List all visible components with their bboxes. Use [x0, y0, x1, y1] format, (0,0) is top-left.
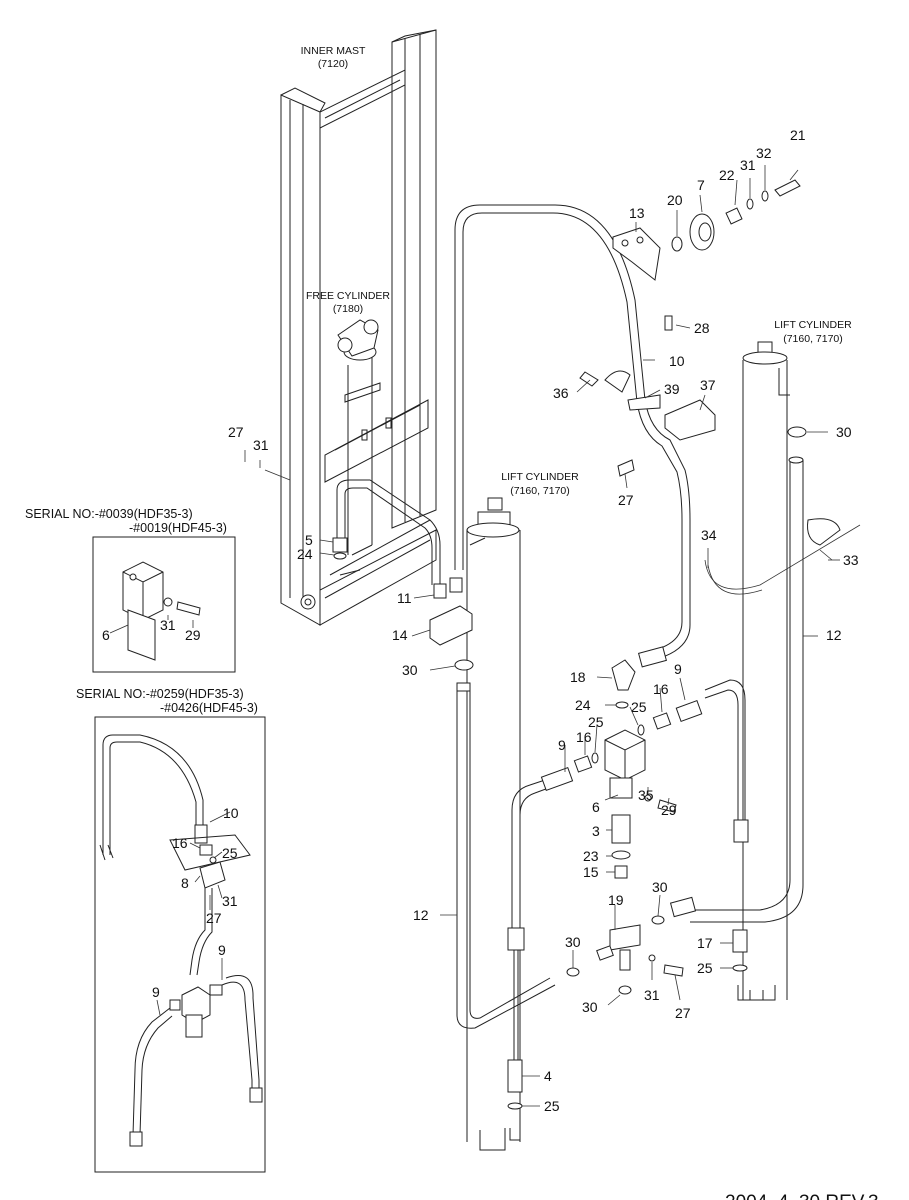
callout-28: 28: [694, 320, 710, 336]
callout-5: 5: [305, 532, 313, 548]
callout-30-tee-bottom: 30: [582, 999, 598, 1015]
callout-29: 29: [661, 802, 677, 818]
callout-24-mid: 24: [575, 697, 591, 713]
callout-8-box2: 8: [181, 875, 189, 891]
callout-9-right: 9: [674, 661, 682, 677]
pulley-assembly: [612, 179, 801, 281]
inner-mast: [280, 29, 437, 626]
callout-16-left: 16: [576, 729, 592, 745]
callout-16-right: 16: [653, 681, 669, 697]
lift-cylinder-center-caption-2: (7160, 7170): [510, 485, 570, 497]
callout-31-tee: 31: [644, 987, 660, 1003]
callout-27-mast: 27: [228, 424, 244, 440]
callout-31: 31: [740, 157, 756, 173]
pipe-12-left: [456, 690, 556, 1029]
callout-23: 23: [583, 848, 599, 864]
callout-25-right: 25: [631, 699, 647, 715]
lift-cylinder-center-caption-1: LIFT CYLINDER: [501, 471, 579, 483]
callout-12-right: 12: [826, 627, 842, 643]
serial-box-1: [92, 536, 236, 673]
callout-9-left: 9: [558, 737, 566, 753]
callout-31-box2: 31: [222, 893, 238, 909]
callout-14: 14: [392, 627, 408, 643]
callout-25-base: 25: [697, 960, 713, 976]
revision-footer: 2004. 4. 30 REV.3: [725, 1192, 879, 1200]
callout-18: 18: [570, 669, 586, 685]
callout-27-bracket: 27: [618, 492, 634, 508]
callout-35: 35: [638, 787, 654, 803]
callout-30-right: 30: [836, 424, 852, 440]
lift-cylinder-right-caption-2: (7160, 7170): [783, 333, 843, 345]
callout-7: 7: [697, 177, 705, 193]
serial-box-1-line-1: SERIAL NO:-#0039(HDF35-3): [25, 507, 193, 521]
callout-31-mast: 31: [253, 437, 269, 453]
callout-29-box1: 29: [185, 627, 201, 643]
pipe-12-right: [690, 460, 791, 911]
callout-10-box2: 10: [223, 805, 239, 821]
callout-27-tee: 27: [675, 1005, 691, 1021]
callout-15: 15: [583, 864, 599, 880]
inner-mast-caption-2: (7120): [318, 58, 348, 70]
inner-mast-caption-1: INNER MAST: [301, 45, 366, 57]
callout-30-left: 30: [402, 662, 418, 678]
callout-32: 32: [756, 145, 772, 161]
callout-39: 39: [664, 381, 680, 397]
lift-cylinder-right: [737, 341, 790, 1001]
callout-25-box2: 25: [222, 845, 238, 861]
callout-25-bottom: 25: [544, 1098, 560, 1114]
free-cylinder-caption-2: (7180): [333, 303, 363, 315]
callout-12-left: 12: [413, 907, 429, 923]
callout-33: 33: [843, 552, 859, 568]
callout-9-box2-right: 9: [218, 942, 226, 958]
callout-30-tee-left: 30: [565, 934, 581, 950]
callout-24-top: 24: [297, 546, 313, 562]
callout-13: 13: [629, 205, 645, 221]
free-cylinder-caption-1: FREE CYLINDER: [306, 290, 390, 302]
callout-9-box2-left: 9: [152, 984, 160, 1000]
callout-6-box1: 6: [102, 627, 110, 643]
callout-16-box2: 16: [172, 835, 188, 851]
leader-lines: [244, 165, 840, 1107]
callout-4: 4: [544, 1068, 552, 1084]
callout-22: 22: [719, 167, 735, 183]
callout-27-box2: 27: [206, 910, 222, 926]
lift-cylinder-right-caption-1: LIFT CYLINDER: [774, 319, 852, 331]
callout-21: 21: [790, 127, 806, 143]
callout-3: 3: [592, 823, 600, 839]
callout-10: 10: [669, 353, 685, 369]
callout-numbers: 21 32 31 22 7 20 13 28 10 36 39 37 30 27…: [102, 127, 859, 1114]
callout-25-left: 25: [588, 714, 604, 730]
serial-box-1-line-2: -#0019(HDF45-3): [129, 521, 227, 535]
serial-box-2-line-1: SERIAL NO:-#0259(HDF35-3): [76, 687, 244, 701]
callout-17: 17: [697, 935, 713, 951]
callout-31-box1: 31: [160, 617, 176, 633]
serial-box-2-line-2: -#0426(HDF45-3): [160, 701, 258, 715]
callout-34: 34: [701, 527, 717, 543]
callout-11: 11: [397, 590, 412, 606]
callout-20: 20: [667, 192, 683, 208]
callout-36: 36: [553, 385, 569, 401]
callout-37: 37: [700, 377, 716, 393]
callout-30-tee-right: 30: [652, 879, 668, 895]
callout-19: 19: [608, 892, 624, 908]
serial-box-2: [94, 716, 266, 1173]
free-cylinder: [337, 319, 381, 576]
callout-6: 6: [592, 799, 600, 815]
